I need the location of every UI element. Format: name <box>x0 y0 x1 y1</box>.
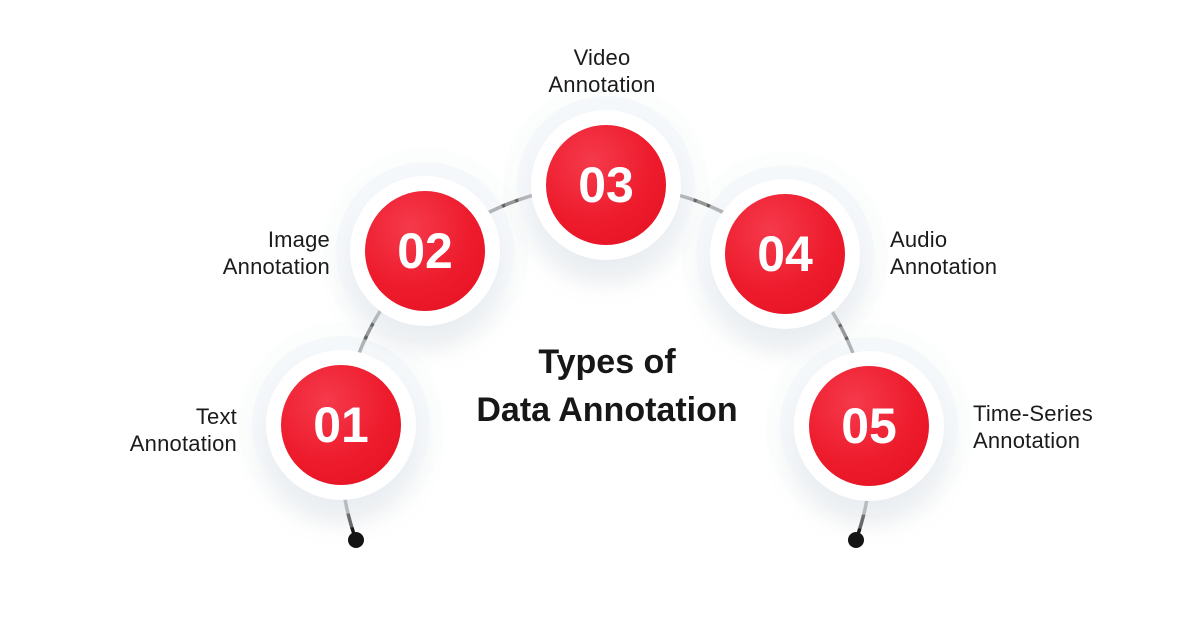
label-image-annotation-line1: Image <box>267 227 330 252</box>
label-timeseries-annotation-line2: Annotation <box>973 428 1081 453</box>
node-02-number: 02 <box>397 223 453 279</box>
label-timeseries-annotation: Time-Series Annotation <box>973 400 1200 454</box>
node-01-badge: 01 <box>281 365 401 485</box>
label-audio-annotation-line1: Audio <box>890 227 948 252</box>
node-03-badge: 03 <box>546 125 666 245</box>
label-audio-annotation: Audio Annotation <box>890 226 1170 280</box>
label-video-annotation-line1: Video <box>573 45 631 70</box>
label-image-annotation-line2: Annotation <box>222 254 330 279</box>
page-title-line1: Types of <box>538 343 676 381</box>
label-video-annotation: Video Annotation <box>452 44 752 98</box>
label-text-annotation: Text Annotation <box>0 403 237 457</box>
page-title-line2: Data Annotation <box>476 391 738 429</box>
arc-end-dot-right <box>848 532 864 548</box>
node-02-badge: 02 <box>365 191 485 311</box>
node-03-number: 03 <box>578 157 634 213</box>
node-04-number: 04 <box>757 226 813 282</box>
label-text-annotation-line2: Annotation <box>129 431 237 456</box>
label-text-annotation-line1: Text <box>195 404 237 429</box>
label-video-annotation-line2: Annotation <box>548 72 656 97</box>
node-01-number: 01 <box>313 397 369 453</box>
label-audio-annotation-line2: Annotation <box>890 254 998 279</box>
label-image-annotation: Image Annotation <box>80 226 330 280</box>
page-title: Types of Data Annotation <box>447 338 767 434</box>
node-03-video-annotation: 03 <box>531 110 681 260</box>
node-04-audio-annotation: 04 <box>710 179 860 329</box>
node-04-badge: 04 <box>725 194 845 314</box>
node-01-text-annotation: 01 <box>266 350 416 500</box>
node-05-number: 05 <box>841 398 897 454</box>
node-05-timeseries-annotation: 05 <box>794 351 944 501</box>
label-timeseries-annotation-line1: Time-Series <box>973 401 1093 426</box>
node-05-badge: 05 <box>809 366 929 486</box>
arc-end-dot-left <box>348 532 364 548</box>
node-02-image-annotation: 02 <box>350 176 500 326</box>
